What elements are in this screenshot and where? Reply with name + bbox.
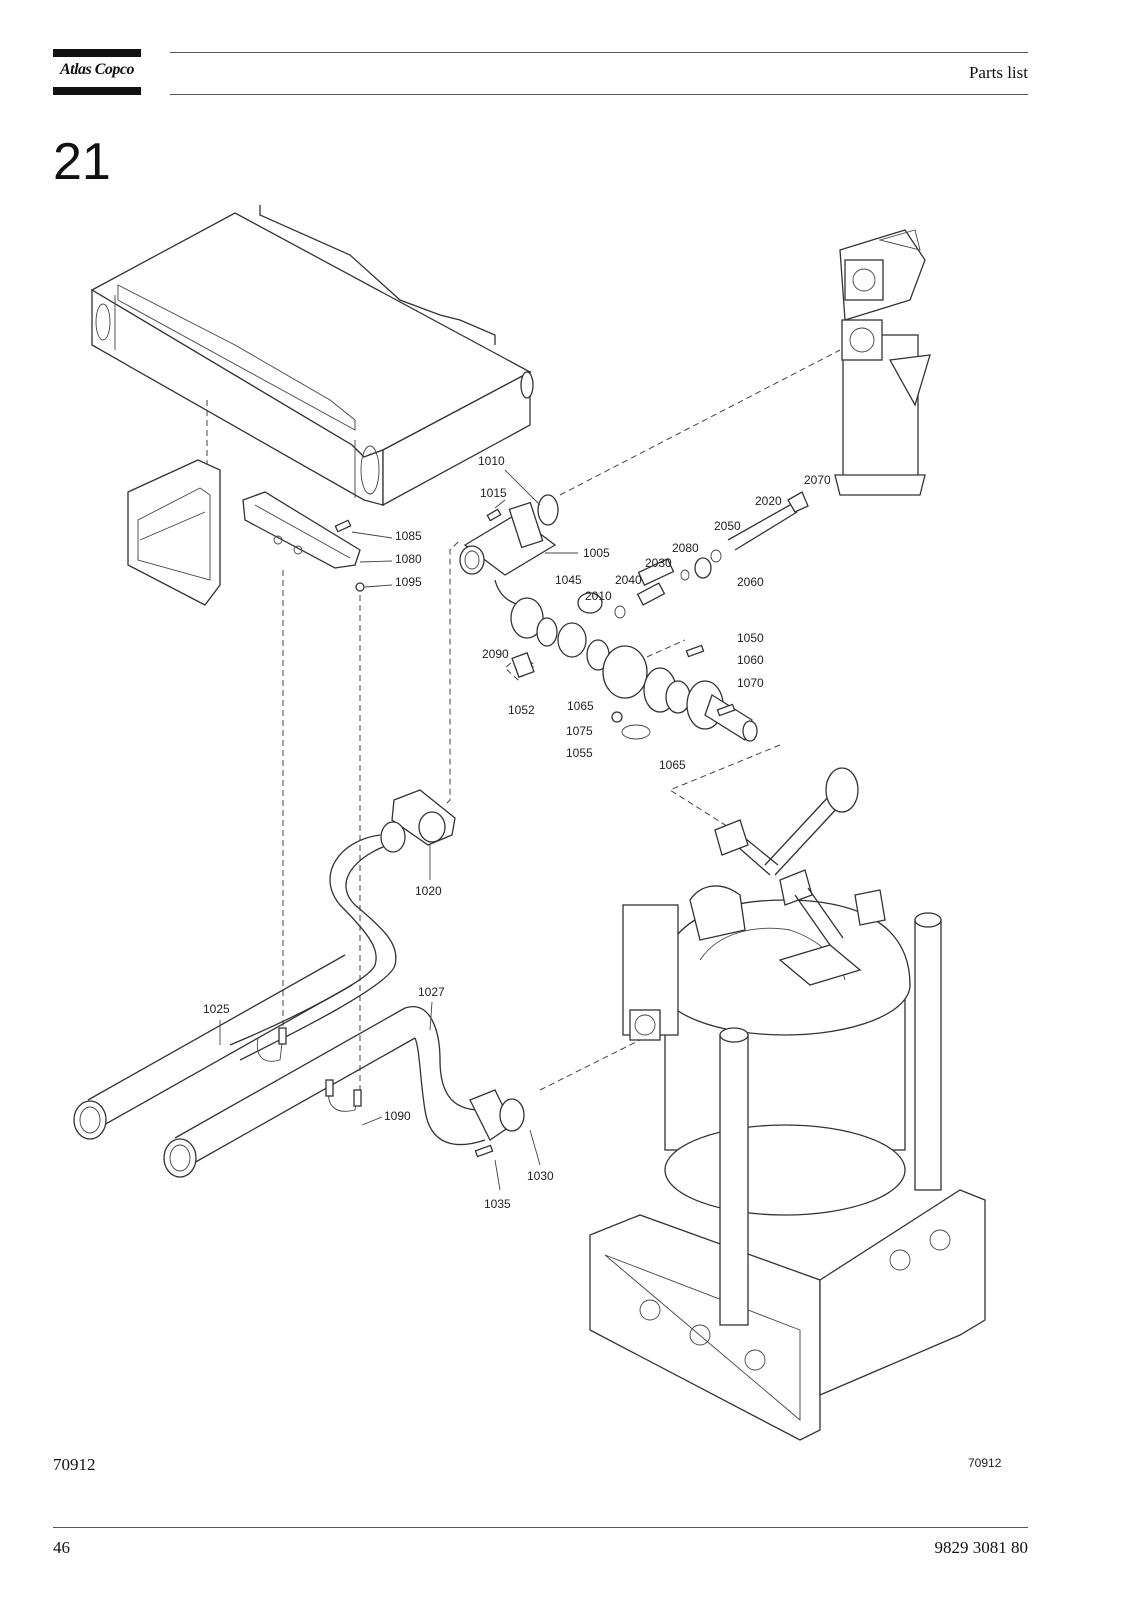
callout-2080: 2080 xyxy=(672,541,699,555)
header-rule-bottom xyxy=(170,94,1028,95)
compressor-tank-assembly xyxy=(589,885,986,1441)
callout-2030: 2030 xyxy=(645,556,672,570)
callout-1085: 1085 xyxy=(395,529,422,543)
callout-1055: 1055 xyxy=(566,746,593,760)
callout-2060: 2060 xyxy=(737,575,764,589)
discharge-pipe xyxy=(714,767,859,946)
logo-wordmark: Atlas Copco xyxy=(59,61,135,78)
callout-2040: 2040 xyxy=(615,573,642,587)
callout-2070: 2070 xyxy=(804,473,831,487)
callout-2020: 2020 xyxy=(755,494,782,508)
logo-bar-bottom xyxy=(53,87,141,95)
assembly-guides xyxy=(282,349,841,1091)
section-number: 21 xyxy=(53,133,111,191)
callout-1020: 1020 xyxy=(415,884,442,898)
callout-2090: 2090 xyxy=(482,647,509,661)
callout-1015: 1015 xyxy=(480,486,507,500)
callout-2050: 2050 xyxy=(714,519,741,533)
callout-1075: 1075 xyxy=(566,724,593,738)
header-title: Parts list xyxy=(968,63,1028,82)
callout-1035: 1035 xyxy=(484,1197,511,1211)
pipe-clamp-hose xyxy=(229,789,456,1061)
page-number: 46 xyxy=(53,1538,70,1557)
drawing-id-label: 70912 xyxy=(968,1456,1002,1470)
header-rule-top xyxy=(170,52,1028,53)
callout-1095: 1095 xyxy=(395,575,422,589)
logo-bar-top xyxy=(53,49,141,57)
callout-2010: 2010 xyxy=(585,589,612,603)
callout-1090: 1090 xyxy=(384,1109,411,1123)
separator-vessel xyxy=(834,229,931,496)
cooler-housing xyxy=(90,205,534,507)
atlas-copco-logo: Atlas Copco xyxy=(53,49,141,95)
callout-1025: 1025 xyxy=(203,1002,230,1016)
figure-id: 70912 xyxy=(53,1455,96,1474)
callout-1045: 1045 xyxy=(555,573,582,587)
callout-1052: 1052 xyxy=(508,703,535,717)
callout-1027: 1027 xyxy=(418,985,445,999)
callout-1060: 1060 xyxy=(737,653,764,667)
callout-1065-lower: 1065 xyxy=(659,758,686,772)
callout-1030: 1030 xyxy=(527,1169,554,1183)
bracket-assembly xyxy=(127,400,361,606)
callout-1080: 1080 xyxy=(395,552,422,566)
long-pipes xyxy=(73,954,525,1178)
valve-assembly xyxy=(334,491,809,742)
callout-1070: 1070 xyxy=(737,676,764,690)
callout-1065-upper: 1065 xyxy=(567,699,594,713)
footer-rule xyxy=(53,1527,1028,1528)
callout-1010: 1010 xyxy=(478,454,505,468)
callout-1050: 1050 xyxy=(737,631,764,645)
callout-1005: 1005 xyxy=(583,546,610,560)
callout-labels: 1010 1015 1005 1085 1080 1095 1045 2010 … xyxy=(203,454,1002,1470)
document-number: 9829 3081 80 xyxy=(934,1538,1029,1557)
